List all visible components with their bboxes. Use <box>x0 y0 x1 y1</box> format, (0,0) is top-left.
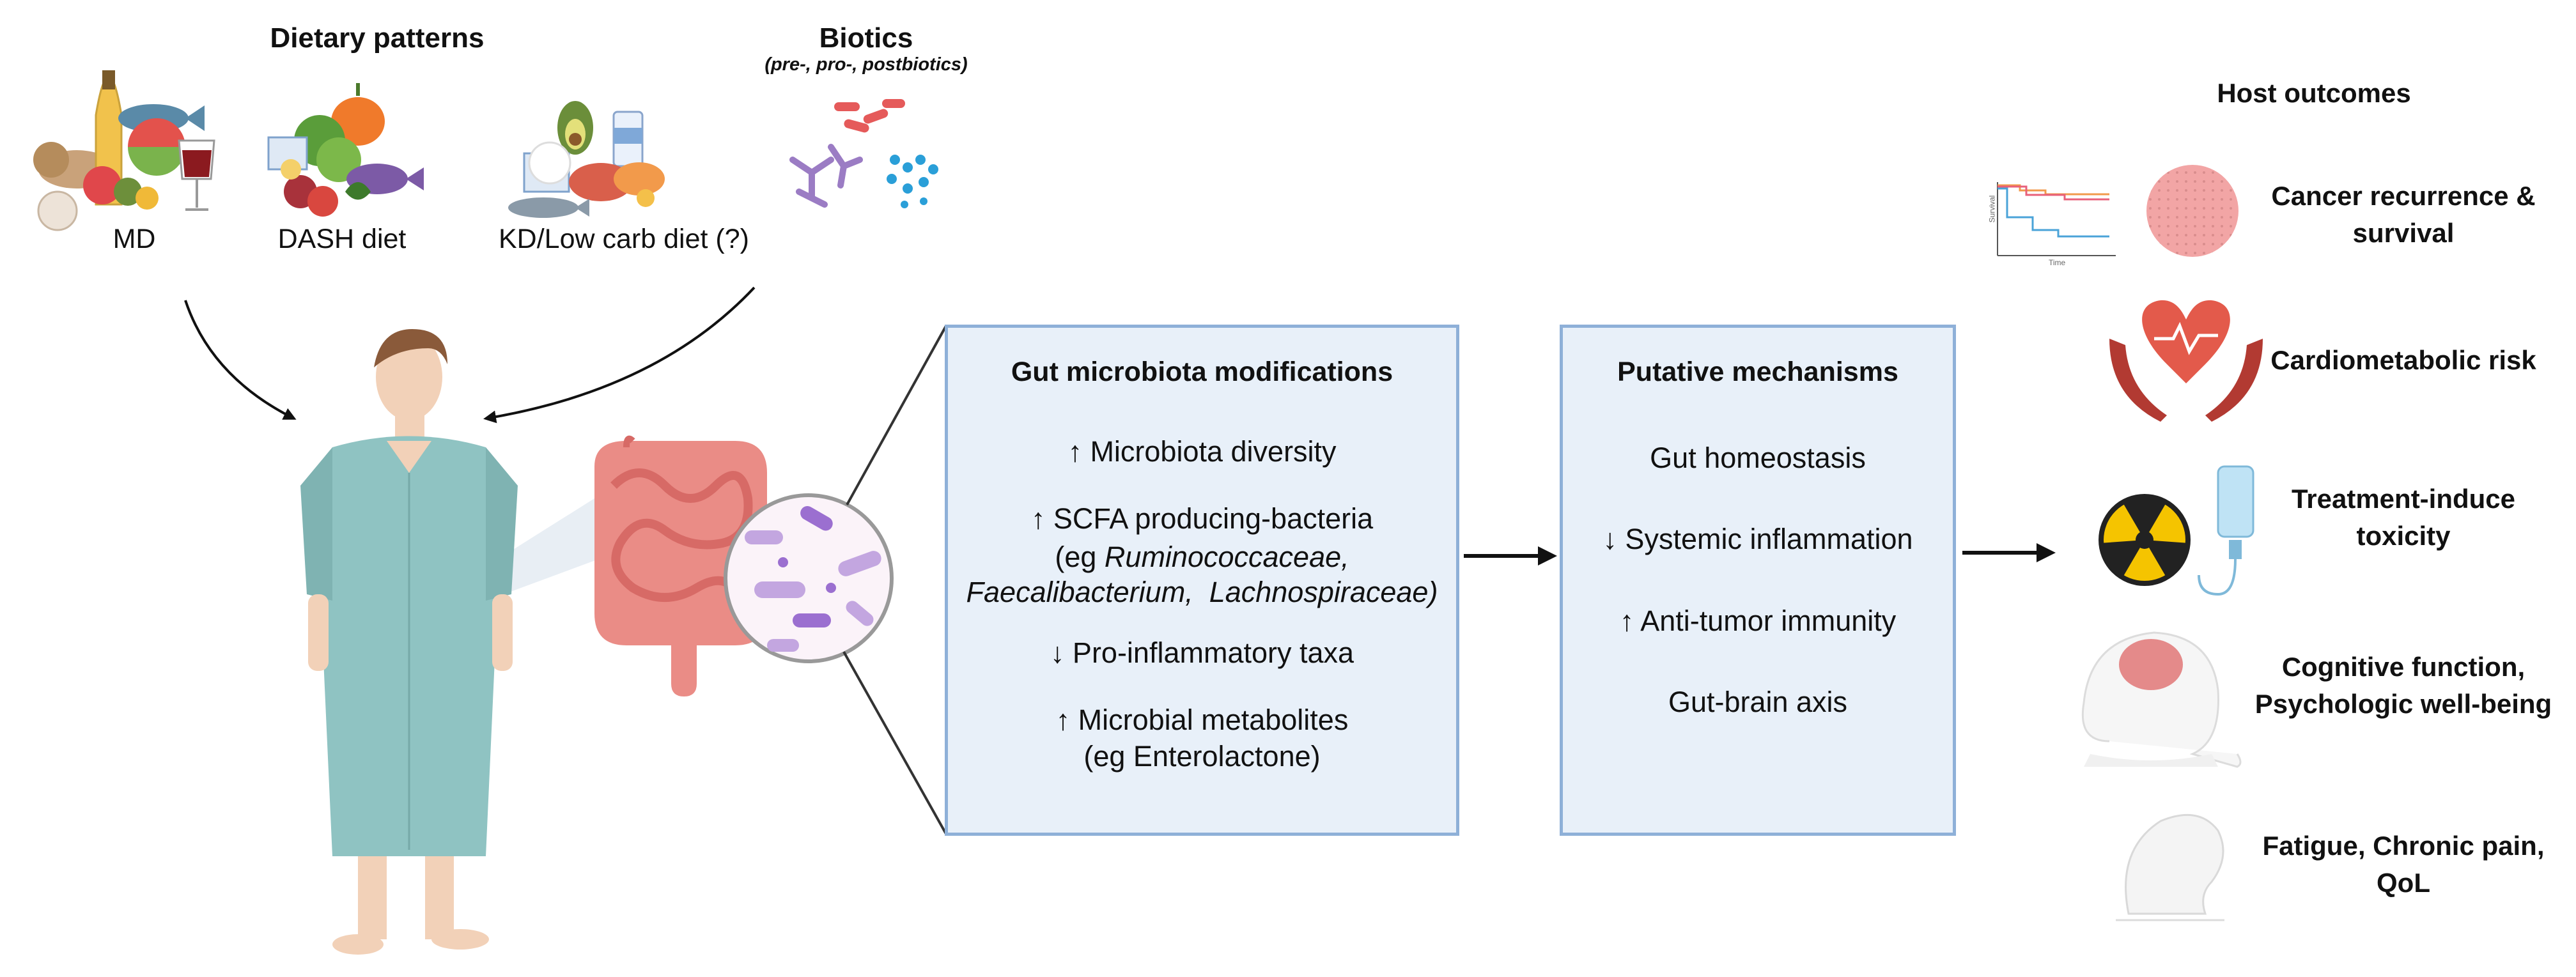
outcome-cardiometabolic-line1: Cardiometabolic risk <box>2270 345 2536 375</box>
outcome-cancer-line2: survival <box>2352 218 2455 248</box>
outcome-cancer-recurrence: Cancer recurrence & survival <box>2244 178 2563 252</box>
gut-box-line-metabolites: ↑ Microbial metabolites <box>1055 704 1349 736</box>
gut-box-line-taxa: Faecalibacterium, Lachnospiraceae) <box>948 574 1456 611</box>
md-food-icon <box>33 70 215 231</box>
head-brain-icon <box>2081 631 2242 768</box>
kd-food-icon <box>508 101 665 218</box>
mechanism-anti-tumor-immunity: ↑ Anti-tumor immunity <box>1619 604 1897 637</box>
mechanisms-box-title: Putative mechanisms <box>1617 357 1898 387</box>
mechanism-gut-homeostasis: Gut homeostasis <box>1650 442 1866 474</box>
outcome-cognitive-line2: Psychologic well-being <box>2254 689 2552 719</box>
mechanism-systemic-inflammation: ↓ Systemic inflammation <box>1602 523 1913 555</box>
outcome-cognitive: Cognitive function, Psychologic well-bei… <box>2237 649 2570 723</box>
gut-box-line-diversity: ↑ Microbiota diversity <box>1067 435 1337 468</box>
dash-food-icon <box>267 83 424 217</box>
host-outcomes-header: Host outcomes <box>2217 78 2411 108</box>
outcome-cancer-line1: Cancer recurrence & <box>2271 181 2536 211</box>
dietary-patterns-header: Dietary patterns <box>270 22 485 54</box>
biotics-bacteria-icon <box>789 99 938 208</box>
zoom-line-top <box>846 325 947 505</box>
outcome-cognitive-line1: Cognitive function, <box>2281 652 2526 682</box>
iv-drip-icon <box>2198 465 2254 596</box>
outcome-fatigue: Fatigue, Chronic pain, QoL <box>2244 827 2563 902</box>
outcome-treatment-toxicity: Treatment-induce toxicity <box>2244 481 2563 555</box>
head-profile-icon <box>2116 813 2224 921</box>
mini-chart-xlabel: Time <box>2049 258 2066 267</box>
gut-box-taxa-faecalibacterium: Faecalibacterium, <box>966 576 1193 608</box>
outcome-fatigue-line2: QoL <box>2377 868 2430 898</box>
microbiota-magnifier <box>724 493 894 663</box>
gut-microbiota-box: Gut microbiota modifications ↑ Microbiot… <box>945 325 1459 836</box>
intestine-icon <box>594 435 767 696</box>
survival-curve-icon <box>1988 179 2116 259</box>
gut-box-taxa-ruminococcaceae: Ruminococcaceae, <box>1104 541 1349 573</box>
zoom-line-bottom <box>842 651 947 835</box>
outcome-toxicity-line1: Treatment-induce <box>2291 484 2516 514</box>
gut-box-taxa-lachnospiraceae: Lachnospiraceae) <box>1209 576 1438 608</box>
gut-box-eg-prefix: (eg <box>1055 541 1105 573</box>
biotics-to-patient-arrow <box>483 286 756 424</box>
diet-label-md: MD <box>113 224 156 254</box>
outcome-toxicity-line2: toxicity <box>2356 521 2451 551</box>
diet-label-kd: KD/Low carb diet (?) <box>499 224 749 254</box>
radiation-icon <box>2099 494 2191 586</box>
biotics-subheader: (pre-, pro-, postbiotics) <box>764 54 968 75</box>
patient-figure <box>300 329 607 955</box>
biotics-header: Biotics <box>819 22 913 54</box>
gut-box-title: Gut microbiota modifications <box>1011 357 1393 387</box>
diet-label-dash: DASH diet <box>277 224 407 254</box>
tumor-icon <box>2146 165 2238 257</box>
outcome-cardiometabolic: Cardiometabolic risk <box>2244 342 2563 379</box>
diet-to-patient-arrow <box>184 300 297 420</box>
gut-box-line-enterolactone: (eg Enterolactone) <box>1083 740 1321 773</box>
mini-chart-ylabel: Survival <box>1987 195 1997 223</box>
outcome-fatigue-line1: Fatigue, Chronic pain, <box>2262 831 2545 861</box>
gut-box-line-scfa: ↑ SCFA producing-bacteria <box>1030 502 1374 535</box>
heart-hands-icon <box>2109 300 2263 422</box>
gut-box-line-proinflammatory: ↓ Pro-inflammatory taxa <box>1050 636 1354 669</box>
mechanism-gut-brain-axis: Gut-brain axis <box>1668 686 1848 718</box>
mechanisms-box: Putative mechanisms Gut homeostasis ↓ Sy… <box>1560 325 1956 836</box>
gut-box-line-examples: (eg Ruminococcaceae, <box>948 539 1456 576</box>
